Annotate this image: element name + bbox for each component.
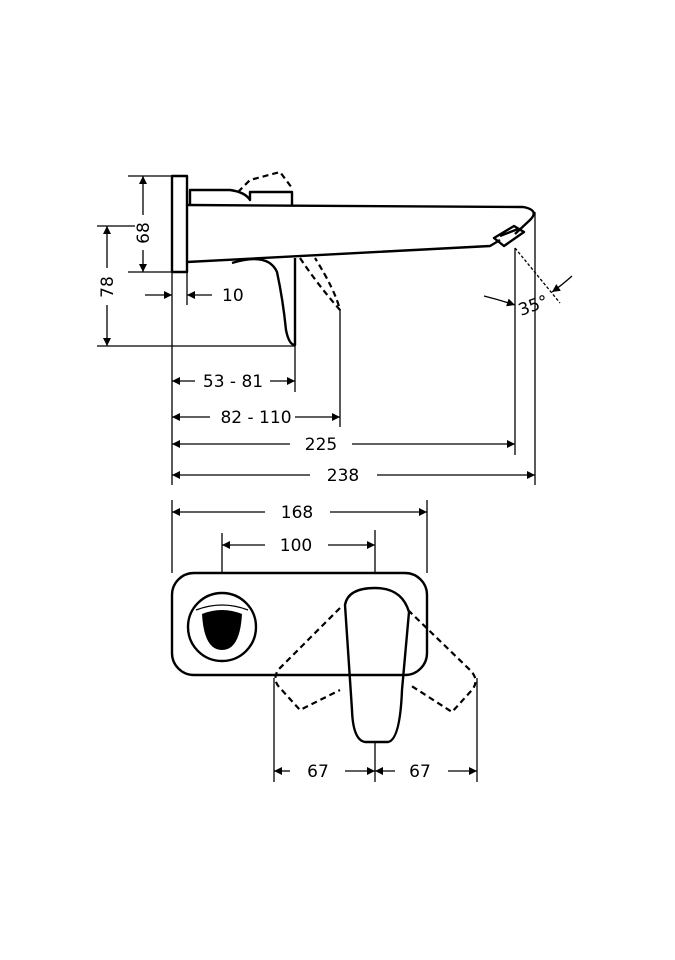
spout-body [186,203,535,264]
dim-68: 68 [134,222,154,244]
dim-225: 225 [305,435,337,455]
outlet-grille [202,610,242,650]
front-dimensions: 168 100 67 67 [171,500,478,782]
dim-100: 100 [280,536,312,556]
dim-10: 10 [222,286,244,306]
dim-67-left: 67 [307,762,329,782]
dim-168: 168 [281,503,313,523]
dim-35-degrees: 35° [516,292,551,321]
dim-238: 238 [327,466,359,486]
dim-82-110: 82 - 110 [220,408,291,428]
dim-53-81: 53 - 81 [203,372,263,392]
lever-swing-right [407,609,477,714]
wall-plate [170,174,189,274]
spout-outlet-circle [186,591,258,663]
lever-swing-left [274,607,341,712]
dim-67-right: 67 [409,762,431,782]
front-view [170,571,477,744]
aerator [492,224,526,248]
lever-tilted-down [299,257,342,311]
mixer-lever [343,586,411,744]
dim-78: 78 [98,276,118,298]
lever-base [188,188,294,205]
lever-tilted-top [237,170,293,193]
side-view [170,170,535,347]
cover-plate [170,571,429,677]
lever-down [231,257,297,347]
side-dimensions: 68 78 10 53 - 81 82 - 110 225 238 [97,175,573,486]
